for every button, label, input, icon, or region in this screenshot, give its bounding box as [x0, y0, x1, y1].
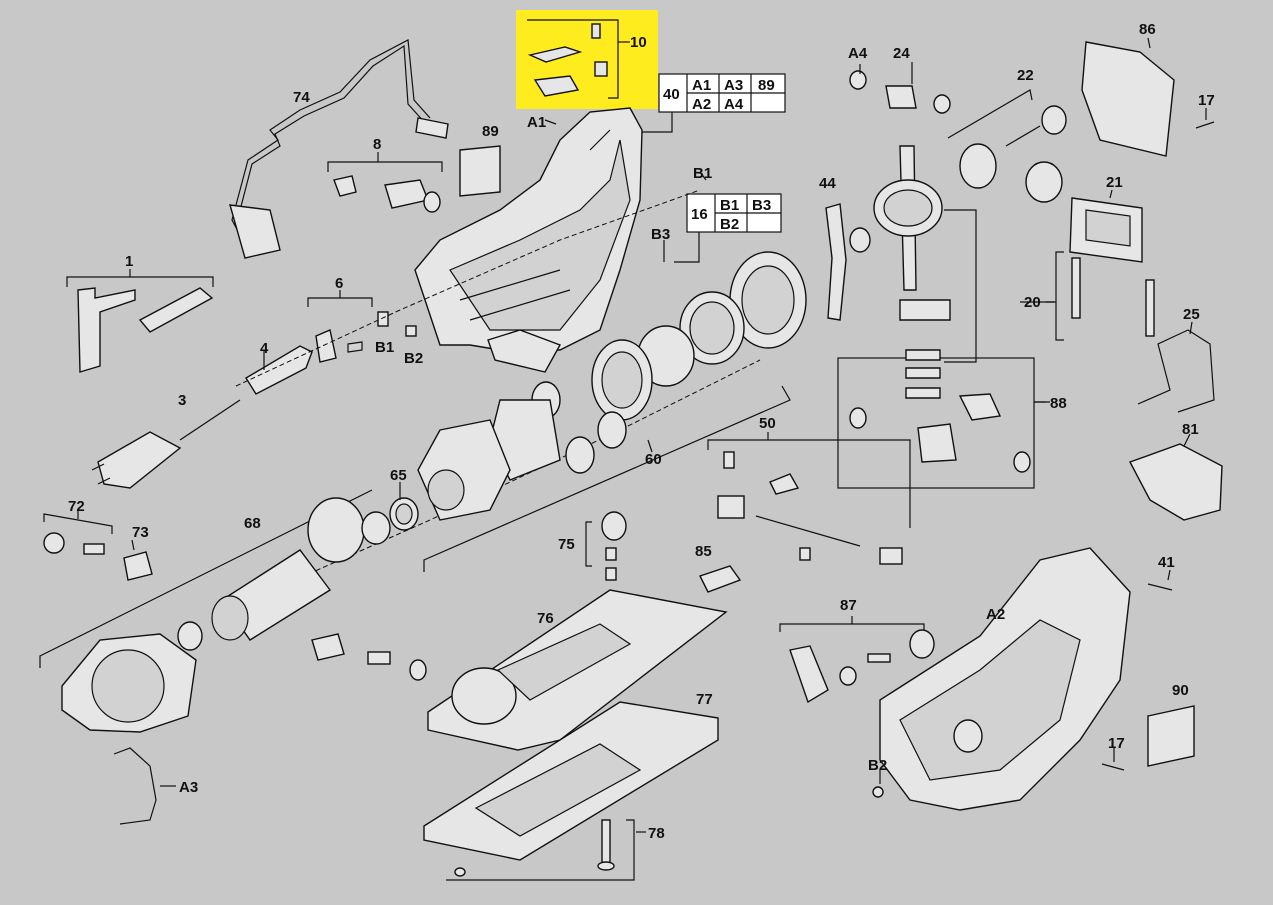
label-3: 3 — [178, 392, 186, 409]
part-87-blower-set — [779, 616, 935, 704]
part-78-screws — [446, 819, 635, 881]
part-81-guard — [1129, 443, 1223, 521]
label-8: 8 — [373, 136, 381, 153]
part-88-pendulum-group — [837, 299, 1046, 489]
part-76-guide-rail — [427, 589, 728, 751]
part-44-lever — [825, 203, 871, 321]
part-21-plate — [1069, 197, 1143, 263]
table40-cell: A1 — [692, 77, 711, 94]
label-17: 17 — [1198, 92, 1215, 109]
label-B1: B1 — [693, 165, 712, 182]
table40-cell: A2 — [692, 96, 711, 113]
part-75-plunger — [585, 511, 627, 581]
part-22-bearing-set — [947, 89, 1067, 203]
label-44: 44 — [819, 175, 836, 192]
part-6-cable-clamp — [307, 290, 373, 363]
label-77: 77 — [696, 691, 713, 708]
label-10: 10 — [630, 34, 647, 51]
part-77-base-plate — [423, 701, 719, 861]
label-75: 75 — [558, 536, 575, 553]
spring-A3 — [113, 747, 157, 825]
label-68: 68 — [244, 515, 261, 532]
label-24: 24 — [893, 45, 910, 62]
label-17: 17 — [1108, 735, 1125, 752]
part-10-brush-holder — [527, 19, 630, 99]
label-88: 88 — [1050, 395, 1067, 412]
part-50-rod-assembly — [707, 432, 911, 565]
part-68-armature — [39, 489, 427, 681]
gearbox-group — [417, 251, 807, 521]
label-90: 90 — [1172, 682, 1189, 699]
part-20-guides — [1055, 251, 1155, 341]
part-72-brushes — [43, 511, 113, 555]
part-3-power-cord — [91, 399, 241, 489]
label-A4: A4 — [848, 45, 868, 62]
table40-id: 40 — [663, 86, 680, 103]
part-8-spring-set — [327, 152, 443, 213]
table16-cell: B1 — [720, 197, 739, 214]
table40-cell: A3 — [724, 77, 743, 94]
label-B2: B2 — [404, 350, 423, 367]
table-16: 16 B1 B3 B2 — [674, 193, 782, 263]
part-4-cable-sleeve — [245, 345, 313, 395]
label-B3: B3 — [651, 226, 670, 243]
label-B1: B1 — [375, 339, 394, 356]
label-B2: B2 — [868, 757, 887, 774]
label-78: 78 — [648, 825, 665, 842]
label-74: 74 — [293, 89, 310, 106]
label-6: 6 — [335, 275, 343, 292]
screw-41 — [1147, 583, 1173, 591]
table16-cell: B2 — [720, 216, 739, 233]
table16-cell: B3 — [752, 197, 771, 214]
label-A1: A1 — [527, 114, 546, 131]
screw-17 — [1195, 121, 1215, 129]
part-25-wire-bow — [1137, 329, 1215, 413]
part-65-bearing — [389, 497, 419, 531]
highlight-box — [516, 10, 658, 109]
housing-half-A2 — [879, 547, 1131, 811]
label-81: 81 — [1182, 421, 1199, 438]
label-76: 76 — [537, 610, 554, 627]
label-86: 86 — [1139, 21, 1156, 38]
label-41: 41 — [1158, 554, 1175, 571]
stator-field — [61, 633, 197, 733]
table-40: 40 A1 A3 89 A2 A4 — [632, 73, 786, 133]
label-1: 1 — [125, 253, 133, 270]
label-87: 87 — [840, 597, 857, 614]
part-73-brush-holder — [123, 551, 153, 581]
label-A3: A3 — [179, 779, 198, 796]
part-90-label — [1147, 705, 1195, 767]
part-A4-24-roller — [849, 70, 977, 363]
screw-17-lower — [1101, 763, 1125, 771]
table40-cell: A4 — [724, 96, 744, 113]
label-65: 65 — [390, 467, 407, 484]
label-25: 25 — [1183, 306, 1200, 323]
housing-half-A1 — [414, 107, 643, 373]
label-85: 85 — [695, 543, 712, 560]
label-73: 73 — [132, 524, 149, 541]
label-60: 60 — [645, 451, 662, 468]
part-74-cable — [229, 39, 449, 259]
label-A2: A2 — [986, 606, 1005, 623]
screw-B2-lower — [872, 786, 884, 798]
label-50: 50 — [759, 415, 776, 432]
table16-id: 16 — [691, 206, 708, 223]
screws-B1-B2 — [377, 311, 417, 337]
label-21: 21 — [1106, 174, 1123, 191]
label-72: 72 — [68, 498, 85, 515]
part-85-clip — [699, 565, 742, 593]
label-89: 89 — [482, 123, 499, 140]
label-22: 22 — [1017, 67, 1034, 84]
part-86-cover — [1081, 41, 1175, 157]
table40-cell: 89 — [758, 77, 775, 94]
part-89-label-plate — [459, 145, 501, 197]
part-1-switch-bracket — [66, 269, 214, 373]
bracket-60 — [423, 385, 791, 572]
label-4: 4 — [260, 340, 269, 357]
